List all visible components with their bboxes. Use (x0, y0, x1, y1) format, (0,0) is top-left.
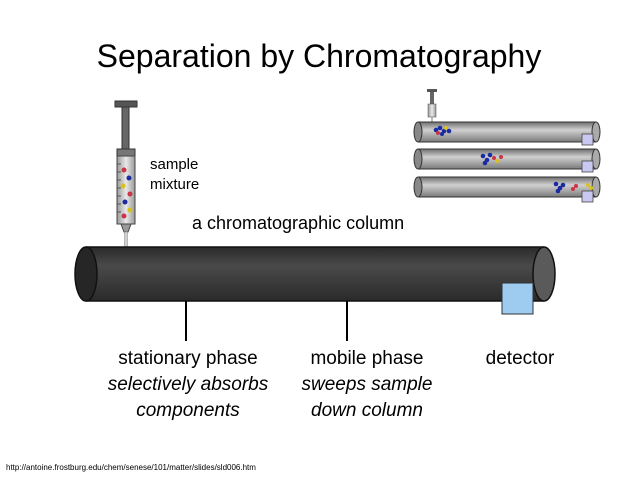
stationary-phase-line2: components (136, 400, 240, 421)
sample-label-line1: sample (150, 156, 199, 173)
mobile-phase-heading: mobile phase (310, 348, 424, 369)
mobile-phase-line2: down column (311, 400, 423, 421)
detector-label: detector (485, 348, 555, 369)
stationary-phase-line1: selectively absorbs (107, 374, 269, 395)
mobile-phase-line1: sweeps sample (301, 374, 433, 395)
sample-label-line2: mixture (150, 176, 200, 193)
column-label: a chromatographic column (192, 213, 405, 233)
source-url: http://antoine.frostburg.edu/chem/senese… (6, 463, 256, 472)
mini-column-3 (413, 176, 601, 203)
mini-column-2 (413, 148, 601, 173)
mini-column-1 (413, 121, 601, 146)
stationary-phase-heading: stationary phase (118, 348, 258, 369)
sample-mixture-label: sample mixture (150, 155, 199, 195)
mobile-phase-caption: mobile phase sweeps sample down column (288, 346, 446, 424)
sample-particles (120, 167, 133, 219)
component-cluster (480, 152, 503, 166)
component-cluster (553, 181, 593, 194)
detector-box (501, 282, 534, 315)
chromatographic-column (74, 246, 556, 302)
stationary-phase-caption: stationary phase selectively absorbs com… (88, 346, 288, 424)
component-cluster (433, 125, 452, 136)
mini-syringe-icon (427, 89, 437, 124)
syringe-icon (114, 100, 138, 251)
page-title: Separation by Chromatography (96, 38, 542, 74)
